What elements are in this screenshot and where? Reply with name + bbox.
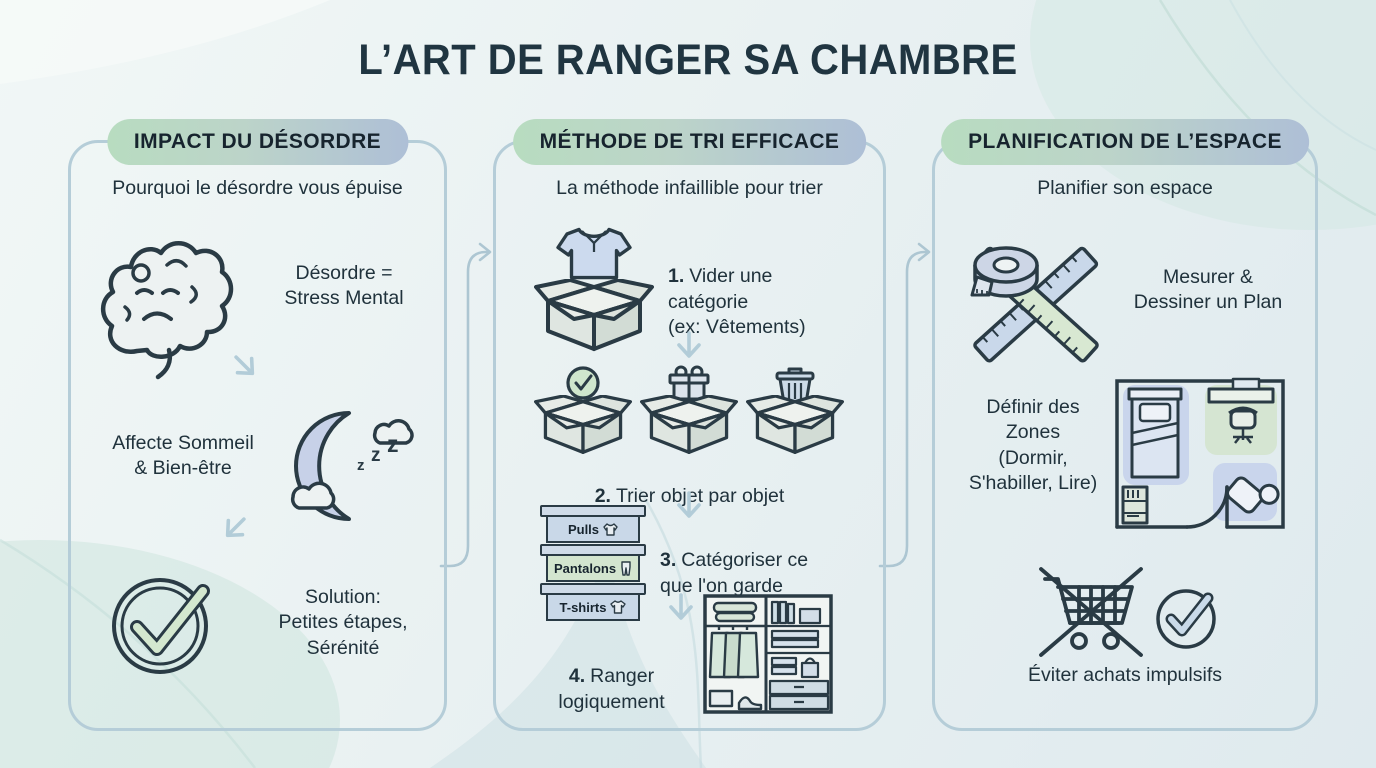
item-text-solution: Solution: Petites étapes, Sérénité bbox=[278, 586, 408, 659]
pants-icon bbox=[621, 560, 631, 576]
tshirt-icon bbox=[610, 600, 627, 614]
bin-tshirts: T-shirts bbox=[540, 583, 646, 621]
zzz-text: z bbox=[371, 445, 381, 466]
arrow-down-icon bbox=[674, 489, 704, 525]
blue-check-circle-icon bbox=[1156, 589, 1216, 649]
flow-arrow-icon bbox=[878, 250, 930, 568]
card1-subtitle: Pourquoi le désordre vous épuise bbox=[112, 177, 403, 199]
page-title: L’ART DE RANGER SA CHAMBRE bbox=[358, 36, 1018, 84]
tape-measure-ruler-icon bbox=[970, 246, 1099, 363]
floor-plan-icon bbox=[1115, 377, 1285, 529]
sweater-icon bbox=[603, 523, 618, 536]
arrow-down-icon bbox=[674, 329, 704, 365]
wardrobe-icon bbox=[703, 594, 833, 714]
card2-header-pill: MÉTHODE DE TRI EFFICACE bbox=[512, 119, 867, 165]
card-impact-du-desordre: IMPACT DU DÉSORDRE Pourquoi le désordre … bbox=[68, 119, 447, 731]
bin-pulls: Pulls bbox=[540, 505, 646, 543]
donate-gift-box-icon bbox=[640, 365, 738, 454]
labeled-bins-icon: Pulls Pantalons T-shirts bbox=[540, 505, 646, 622]
item-text-eviter: Éviter achats impulsifs bbox=[1028, 664, 1222, 686]
arrow-down-left-icon bbox=[211, 506, 258, 553]
card3-subtitle: Planifier son espace bbox=[1037, 177, 1213, 199]
card1-header-label: IMPACT DU DÉSORDRE bbox=[133, 130, 382, 153]
item-text-zones: Définir des Zones (Dormir, S'habiller, L… bbox=[968, 396, 1098, 495]
bin-label: T-shirts bbox=[559, 599, 607, 615]
step1-number: 1. bbox=[668, 265, 685, 288]
card3-header-pill: PLANIFICATION DE L’ESPACE bbox=[941, 119, 1309, 165]
sad-brain-icon bbox=[100, 241, 234, 380]
item-text-sommeil: Affecte Sommeil & Bien-être bbox=[112, 432, 254, 480]
bin-label: Pulls bbox=[567, 521, 600, 537]
card2-subtitle: La méthode infaillible pour trier bbox=[556, 177, 823, 199]
shirt-in-box-icon bbox=[534, 227, 654, 351]
green-check-circle-icon bbox=[112, 578, 210, 674]
card1-header-pill: IMPACT DU DÉSORDRE bbox=[106, 119, 409, 165]
card3-header-label: PLANIFICATION DE L’ESPACE bbox=[968, 130, 1282, 153]
no-shopping-cart-icon bbox=[1039, 567, 1143, 657]
arrow-down-right-icon bbox=[223, 344, 270, 391]
flow-arrow-icon bbox=[439, 250, 491, 568]
bin-label: Pantalons bbox=[553, 560, 617, 576]
bin-pantalons: Pantalons bbox=[540, 544, 646, 582]
step1-label: Vider une catégorie (ex: Vêtements) bbox=[668, 265, 806, 339]
sleepy-moon-icon: z z z bbox=[271, 405, 421, 527]
card-methode-de-tri: MÉTHODE DE TRI EFFICACE La méthode infai… bbox=[493, 119, 886, 731]
arrow-down-icon bbox=[666, 591, 696, 627]
trash-box-icon bbox=[746, 367, 844, 454]
step3-number: 3. bbox=[660, 549, 677, 572]
step1-text: 1.Vider une catégorie (ex: Vêtements) bbox=[668, 239, 873, 340]
step2-number: 2. bbox=[594, 485, 611, 508]
step3-label: Catégoriser ce que l'on garde bbox=[660, 549, 809, 597]
step4-text: 4.Ranger logiquement bbox=[534, 639, 689, 715]
keep-box-icon bbox=[534, 366, 632, 454]
zzz-text: z bbox=[357, 457, 365, 474]
card2-header-label: MÉTHODE DE TRI EFFICACE bbox=[539, 130, 840, 153]
item-text-stress: Désordre = Stress Mental bbox=[284, 262, 404, 310]
card-planification-espace: PLANIFICATION DE L’ESPACE Planifier son … bbox=[932, 119, 1318, 731]
step3-text: 3.Catégoriser ce que l'on garde bbox=[660, 523, 880, 599]
step4-number: 4. bbox=[568, 665, 586, 688]
item-text-mesurer: Mesurer & Dessiner un Plan bbox=[1133, 266, 1283, 314]
sort-boxes-row bbox=[524, 365, 854, 459]
zzz-text: z bbox=[387, 431, 399, 457]
